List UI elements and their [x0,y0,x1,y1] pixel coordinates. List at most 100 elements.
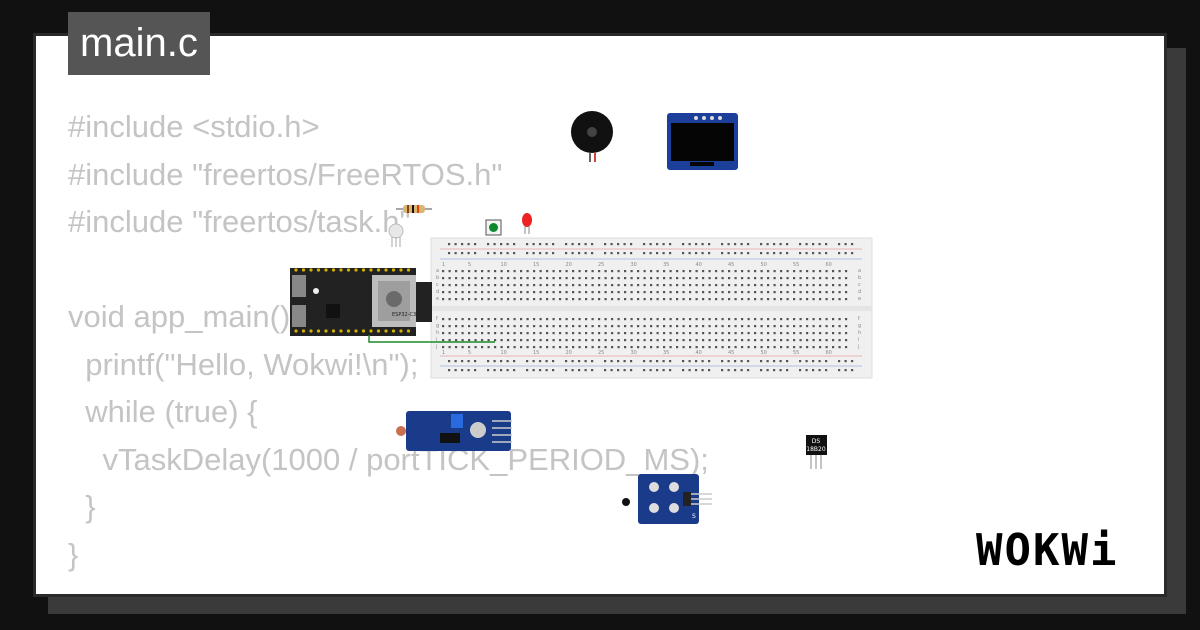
breadboard-hole [793,339,796,342]
breadboard-hole [715,318,718,321]
breadboard-hole [610,360,613,363]
red-led[interactable] [522,213,532,234]
breadboard-hole [682,277,685,280]
breadboard-hole [630,360,633,363]
breadboard-hole [468,325,471,328]
breadboard-hole [487,339,490,342]
breadboard-hole [559,325,562,328]
breadboard-hole [701,369,704,372]
push-button[interactable] [485,219,502,236]
breadboard-hole [734,325,737,328]
breadboard-hole [455,346,458,349]
rgb-led[interactable] [388,223,404,247]
breadboard-hole [799,339,802,342]
breadboard-hole [818,252,821,255]
breadboard-hole [760,346,763,349]
breadboard-hole [669,339,672,342]
breadboard-hole [481,332,484,335]
breadboard[interactable]: 1155101015152020252530303535404045455050… [430,237,873,379]
breadboard-hole [819,318,822,321]
breadboard-hole [832,298,835,301]
breadboard-hole [721,369,724,372]
breadboard-hole [819,325,822,328]
breadboard-hole [786,291,789,294]
breadboard-hole [507,277,510,280]
breadboard-hole [468,339,471,342]
breadboard-hole [611,339,614,342]
breadboard-hole [611,270,614,273]
breadboard-hole [786,284,789,287]
breadboard-hole [500,325,503,328]
temperature-sensor-module[interactable]: S [622,474,712,524]
breadboard-hole [500,318,503,321]
breadboard-hole [689,270,692,273]
breadboard-hole [780,318,783,321]
board-pin [309,329,313,333]
breadboard-hole [734,291,737,294]
breadboard-hole [669,318,672,321]
breadboard-hole [552,339,555,342]
breadboard-hole [676,284,679,287]
breadboard-hole [474,277,477,280]
breadboard-hole [780,284,783,287]
esp32-c3-board[interactable]: ESP32-C3 [290,268,432,336]
breadboard-row-letter: h [858,330,861,336]
ds18b20-sensor[interactable]: DS 18B20 [806,435,827,469]
breadboard-hole [806,291,809,294]
breadboard-hole [708,243,711,246]
breadboard-hole [539,298,542,301]
breadboard-hole [754,339,757,342]
breadboard-hole [487,284,490,287]
breadboard-hole [507,318,510,321]
breadboard-hole [766,252,769,255]
breadboard-hole [585,277,588,280]
board-pin [331,268,336,272]
breadboard-column-number: 1 [442,262,445,268]
breadboard-hole [533,284,536,287]
file-tab-main[interactable]: main.c [68,12,210,75]
breadboard-hole [838,339,841,342]
breadboard-hole [513,339,516,342]
breadboard-hole [754,277,757,280]
breadboard-column-number: 60 [826,350,832,356]
breadboard-hole [520,277,523,280]
breadboard-hole [487,325,490,328]
breadboard-hole [487,369,490,372]
breadboard-hole [487,318,490,321]
breadboard-hole [682,369,685,372]
breadboard-hole [799,298,802,301]
breadboard-hole [702,270,705,273]
board-pin [301,268,306,272]
board-pin [339,329,343,333]
board-pin [339,268,343,272]
breadboard-hole [513,252,516,255]
buzzer[interactable] [571,111,613,162]
breadboard-hole [806,277,809,280]
breadboard-hole [604,277,607,280]
breadboard-hole [500,298,503,301]
breadboard-hole [520,332,523,335]
breadboard-hole [760,360,763,363]
breadboard-hole [650,298,653,301]
breadboard-hole [793,346,796,349]
module-pin-label: S [692,513,696,520]
breadboard-hole [754,291,757,294]
ldr-sensor-module[interactable] [396,411,512,451]
breadboard-hole [532,369,535,372]
breadboard-hole [799,270,802,273]
breadboard-hole [506,369,509,372]
oled-display[interactable] [667,113,738,170]
breadboard-hole [617,270,620,273]
breadboard-hole [611,284,614,287]
breadboard-hole [682,332,685,335]
breadboard-column-number: 5 [468,262,471,268]
breadboard-hole [734,339,737,342]
breadboard-row-letter: g [858,323,861,329]
breadboard-hole [552,277,555,280]
breadboard-hole [812,291,815,294]
breadboard-hole [838,252,841,255]
resistor[interactable] [396,205,432,213]
board-pin [369,329,373,333]
breadboard-hole [767,332,770,335]
breadboard-hole [682,360,685,363]
